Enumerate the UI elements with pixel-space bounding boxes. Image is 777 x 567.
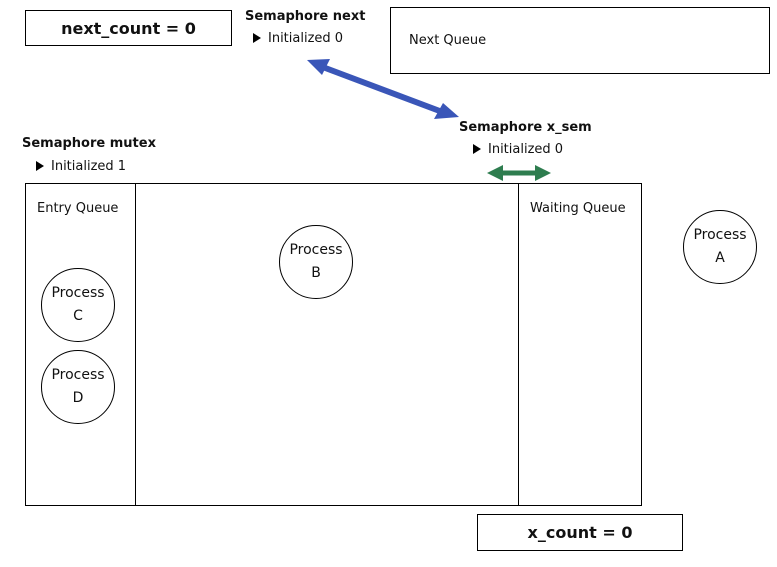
next-count-label: next_count = 0 — [61, 18, 196, 38]
semaphore-xsem-title: Semaphore x_sem — [459, 120, 592, 135]
process-c-name: Process — [51, 285, 105, 301]
semaphore-next-title: Semaphore next — [245, 9, 366, 24]
semaphore-mutex-init: Initialized 1 — [36, 159, 126, 174]
semaphore-next-init: Initialized 0 — [253, 31, 343, 46]
semaphore-xsem-init-text: Initialized 0 — [488, 142, 564, 157]
waiting-queue-label: Waiting Queue — [530, 201, 626, 216]
entry-queue-divider — [135, 183, 136, 506]
next-xsem-double-arrow — [307, 59, 459, 119]
semaphore-next-init-text: Initialized 0 — [268, 31, 344, 46]
waiting-queue-divider — [518, 183, 519, 506]
process-a-name: Process — [693, 227, 747, 243]
process-b: Process B — [279, 225, 353, 299]
x-count-box: x_count = 0 — [477, 514, 683, 551]
semaphore-xsem-init: Initialized 0 — [473, 142, 563, 157]
green-arrow-head-start — [487, 165, 503, 181]
process-b-id: B — [311, 265, 321, 281]
process-c-id: C — [73, 308, 83, 324]
process-a-id: A — [715, 250, 725, 266]
play-triangle-icon — [253, 33, 261, 43]
play-triangle-icon — [36, 161, 44, 171]
x-count-label: x_count = 0 — [527, 523, 633, 542]
process-b-name: Process — [289, 242, 343, 258]
xsem-waiting-double-arrow — [487, 165, 551, 181]
blue-arrow-head-start — [307, 59, 330, 75]
process-c: Process C — [41, 268, 115, 342]
blue-arrow-shaft — [318, 63, 447, 116]
process-d-id: D — [72, 390, 84, 406]
process-a: Process A — [683, 210, 757, 284]
process-d-name: Process — [51, 367, 105, 383]
blue-arrow-head-end — [434, 103, 459, 119]
process-d: Process D — [41, 350, 115, 424]
green-arrow-head-end — [535, 165, 551, 181]
next-count-box: next_count = 0 — [25, 10, 232, 46]
play-triangle-icon — [473, 144, 481, 154]
next-queue-label: Next Queue — [409, 33, 487, 48]
next-queue-box: Next Queue — [390, 7, 770, 74]
semaphore-mutex-init-text: Initialized 1 — [51, 159, 127, 174]
semaphore-mutex-title: Semaphore mutex — [22, 136, 156, 151]
entry-queue-label: Entry Queue — [37, 201, 119, 216]
